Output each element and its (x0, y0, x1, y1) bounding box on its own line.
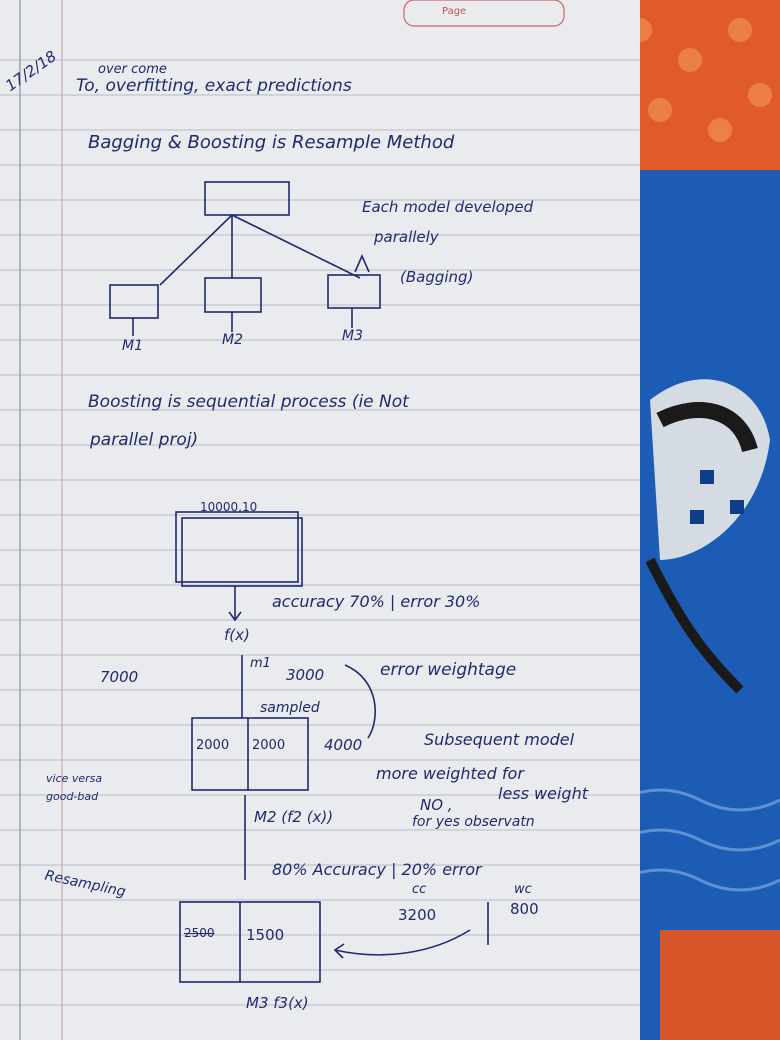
count-3200: 3200 (398, 906, 437, 924)
model-label-m3: M3 (342, 328, 363, 344)
boosting-line-1: Boosting is sequential process (ie Not (88, 392, 409, 412)
cell-2000-a: 2000 (196, 738, 230, 753)
count-7000: 7000 (100, 668, 139, 686)
no-label: NO , (420, 796, 453, 814)
vice-versa: vice versa (46, 772, 103, 785)
bagging-note-3: (Bagging) (400, 268, 474, 286)
cell-2000-b: 2000 (252, 738, 286, 753)
sampled-label: sampled (260, 700, 320, 716)
boosting-line-2: parallel proj) (90, 430, 199, 450)
wc-label: wc (514, 882, 532, 897)
bagging-note-1: Each model developed (362, 198, 534, 216)
cc-label: cc (412, 882, 427, 897)
m2-label: M2 (f2 (x)) (254, 808, 334, 826)
count-800: 800 (510, 900, 539, 918)
bagging-note-2: parallely (374, 228, 439, 246)
boosting-diagram (175, 511, 489, 983)
bagging-title: Bagging & Boosting is Resample Method (88, 132, 455, 153)
intro-line: To, overfitting, exact predictions (76, 76, 352, 96)
accuracy-1: accuracy 70% | error 30% (272, 592, 481, 611)
for-yes-observation: for yes observatn (412, 814, 535, 830)
subsequent-model: Subsequent model (424, 730, 575, 749)
good-bad: good-bad (46, 790, 99, 803)
accuracy-2: 80% Accuracy | 20% error (272, 860, 482, 879)
m1-label: m1 (250, 656, 271, 671)
cell-1500: 1500 (246, 926, 285, 944)
more-weighted: more weighted for (376, 764, 524, 783)
count-3000: 3000 (286, 666, 325, 684)
model-label-m1: M1 (122, 338, 143, 354)
bagging-diagram (109, 181, 381, 336)
page-label: Page (442, 6, 467, 17)
fx-label: f(x) (224, 626, 250, 644)
intro-over-come: over come (98, 62, 167, 77)
error-weightage: error weightage (380, 660, 517, 680)
m3-label: M3 f3(x) (246, 994, 309, 1012)
notebook-page: Page 17/2/18 over come To, overfitting, … (0, 0, 640, 1040)
less-weight: less weight (498, 784, 588, 803)
data-size-label: 10000,10 (200, 500, 258, 514)
model-label-m2: M2 (222, 332, 243, 348)
count-4000: 4000 (324, 736, 363, 754)
ruled-lines (0, 0, 640, 1040)
cell-2500: 2500 (184, 926, 215, 940)
